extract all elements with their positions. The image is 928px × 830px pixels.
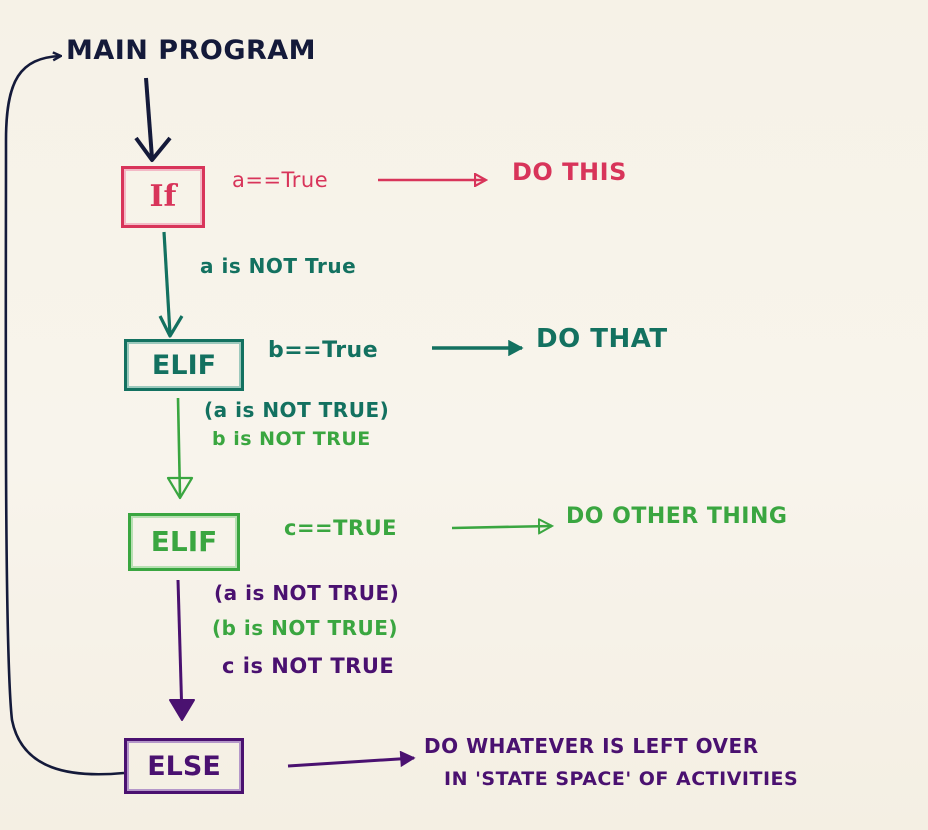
elif2-fallthrough-b: (b is NOT TRUE) — [212, 616, 399, 640]
if-keyword: If — [149, 179, 177, 214]
elif2-to-else-arrow — [176, 579, 184, 719]
elif1-fallthrough-b: b is NOT TRUE — [212, 428, 371, 450]
elif1-to-elif2-arrowhead — [166, 476, 194, 500]
elif2-keyword: ELIF — [150, 525, 218, 558]
if-box: If — [121, 166, 205, 228]
else-action-line2: IN 'STATE SPACE' OF ACTIVITIES — [444, 768, 799, 790]
page-title: MAIN PROGRAM — [66, 35, 317, 66]
elif1-box: ELIF — [124, 339, 244, 391]
elif2-fallthrough-a: (a is NOT TRUE) — [214, 581, 400, 605]
else-action-line1: DO WHATEVER IS LEFT OVER — [424, 734, 759, 758]
elif1-condition: b==True — [268, 338, 379, 363]
main-to-if-arrowhead — [134, 136, 172, 162]
elif1-keyword: ELIF — [151, 349, 217, 381]
else-box: ELSE — [124, 738, 244, 794]
else-keyword: ELSE — [147, 750, 221, 782]
if-to-elif1-arrow — [162, 231, 172, 335]
if-to-elif1-arrowhead — [158, 315, 184, 338]
elif2-action-arrow — [451, 526, 552, 528]
elif2-fallthrough-c: c is NOT TRUE — [222, 654, 395, 678]
if-condition: a==True — [232, 168, 329, 192]
elif2-action: DO OTHER THING — [566, 504, 788, 529]
elif2-condition: c==TRUE — [284, 516, 398, 540]
else-action-arrow — [287, 758, 414, 768]
elif2-to-else-arrowhead — [169, 699, 195, 721]
if-fallthrough: a is NOT True — [200, 254, 357, 278]
elif1-to-elif2-arrow — [176, 397, 182, 497]
loop-back-arrow — [4, 56, 125, 776]
main-to-if-arrow — [144, 77, 154, 159]
elif2-box: ELIF — [128, 513, 240, 571]
elif1-fallthrough-a: (a is NOT TRUE) — [204, 398, 390, 422]
elif1-action: DO THAT — [536, 324, 668, 354]
if-action: DO THIS — [512, 158, 627, 186]
